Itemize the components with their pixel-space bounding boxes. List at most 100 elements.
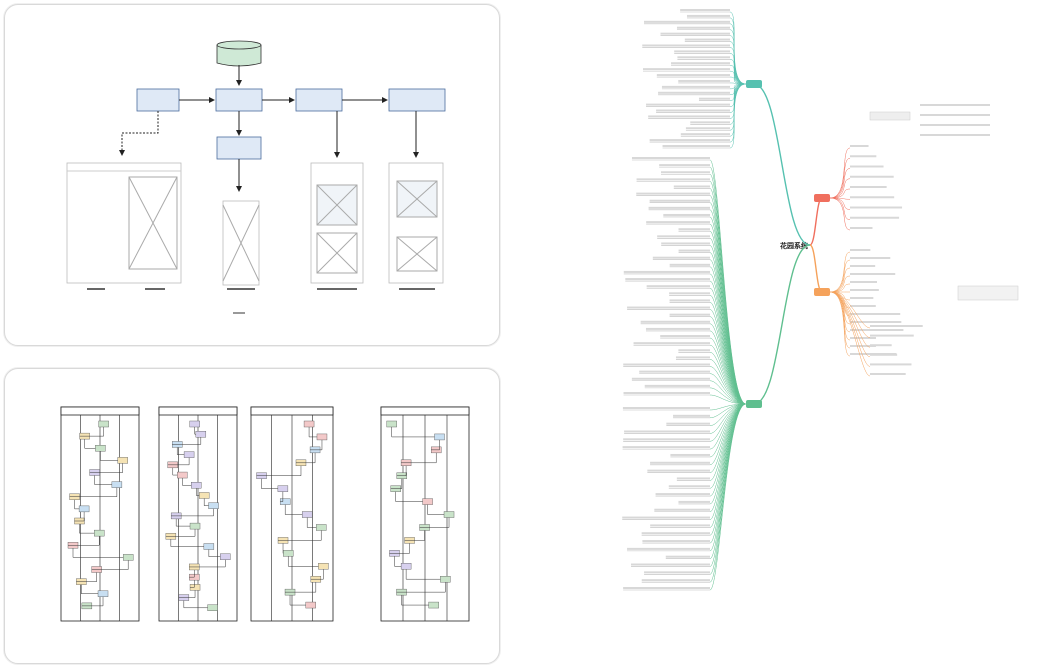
mindmap-leaf-text [673, 414, 710, 417]
swimlane-connector [390, 478, 403, 489]
mindmap-leaf-text [920, 134, 990, 136]
mindmap-leaf-text [669, 263, 710, 266]
mindmap-leaf-line [829, 275, 851, 293]
swimlane-step [78, 505, 90, 513]
mindmap-leaf-line [709, 302, 747, 405]
mindmap-leaf-text [661, 242, 710, 245]
mindmap-leaf-text [665, 555, 710, 558]
swimlane-step [316, 433, 328, 441]
mindmap-leaf-text [650, 461, 710, 464]
swimlane-connector [261, 478, 278, 489]
swimlane-step [318, 563, 329, 570]
mindmap-leaf-text [669, 299, 710, 302]
mindmap-leaf-text [644, 571, 710, 574]
db-node [216, 40, 262, 67]
mindmap-leaf-text [622, 407, 710, 409]
mindmap-leaf-text [656, 74, 730, 77]
mindmap-leaf-text [920, 124, 990, 126]
swimlane-step [94, 529, 105, 537]
process-node-2 [215, 88, 263, 112]
mindmap-leaf-line [829, 158, 851, 199]
mindmap-leaf-text [676, 26, 730, 29]
swimlane-connector [306, 517, 317, 528]
swimlane-connector [284, 504, 303, 515]
mindmap-leaf-text [850, 297, 874, 299]
mindmap-leaf-text [652, 256, 710, 259]
mindmap-leaf-line [829, 267, 851, 293]
wireframe-1 [66, 162, 182, 290]
mindmap-leaf-line [729, 83, 747, 149]
swimlane-step [177, 471, 188, 479]
mindmap-leaf-text [656, 109, 730, 112]
swimlane-step [208, 502, 219, 509]
mindmap-leaf-line [709, 245, 747, 405]
mindmap-branch-node [814, 288, 830, 296]
mindmap-leaf-text [850, 175, 894, 178]
swimlane-step [434, 433, 445, 441]
swimlane-connector [190, 580, 195, 588]
mindmap-leaf-text [623, 438, 710, 441]
mindmap-leaf-text [920, 114, 990, 116]
swimlane-connector [74, 511, 85, 522]
swimlane-header [158, 406, 238, 416]
mindmap-leaf-text [870, 373, 906, 375]
mindmap-leaf-text [850, 337, 876, 339]
mindmap-leaf-text [685, 127, 730, 130]
mindmap-leaf-text [669, 292, 710, 295]
mindmap-branch-node [746, 400, 762, 408]
mindmap-leaf-text [870, 334, 914, 337]
swimlane-step [303, 420, 315, 428]
mindmap-leaf-line [709, 259, 747, 405]
mindmap-leaf-line [709, 287, 747, 405]
swimlane-panel [4, 368, 500, 664]
mindmap-leaf-text [660, 32, 730, 35]
wireframe-2 [222, 200, 260, 290]
mindmap-leaf-text [642, 540, 710, 543]
mindmap-leaf-text [657, 235, 710, 238]
mindmap-leaf-text [646, 285, 710, 288]
mindmap-leaf-line [709, 366, 747, 405]
swimlane-step [203, 543, 215, 550]
process-node-1 [136, 88, 180, 112]
mindmap-canvas: 花园系统 [622, 9, 1019, 591]
mindmap-leaf-text [643, 20, 730, 23]
swimlane-connector [427, 504, 445, 515]
mindmap-leaf-text [684, 38, 730, 41]
mindmap-leaf-text [850, 216, 900, 219]
mindmap-leaf-text [627, 306, 710, 309]
mindmap-leaf-text [648, 206, 710, 209]
swimlane-connector [310, 569, 324, 580]
swimlane-connector [310, 439, 323, 451]
mindmap-leaf-text [669, 313, 710, 316]
mindmap-note [869, 111, 911, 121]
swimlane-step [386, 420, 397, 428]
mindmap-leaf-text [690, 121, 730, 124]
mindmap-leaf-line [709, 359, 747, 405]
mindmap-leaf-text [850, 329, 904, 331]
mindmap-leaf-text [636, 178, 710, 181]
mindmap-leaf-line [829, 197, 851, 231]
mindmap-leaf-text [675, 356, 710, 359]
mindmap-branch-node [746, 80, 762, 88]
mindmap-leaf-line [709, 403, 747, 591]
mindmap-leaf-text [625, 278, 710, 281]
mindmap-leaf-text [850, 165, 884, 168]
swimlane-connector [285, 582, 317, 593]
swimlane-connector [170, 539, 204, 547]
mindmap-leaf-text [647, 469, 710, 472]
swimlane-connector [176, 447, 185, 455]
mindmap-leaf-text [850, 227, 873, 229]
mindmap-leaf-text [661, 85, 730, 88]
swimlane-step [283, 550, 294, 557]
mindmap-leaf-text [680, 9, 730, 11]
mindmap-leaf-text [850, 186, 887, 188]
mindmap-leaf-text [623, 270, 710, 273]
swimlane-connector [81, 584, 99, 594]
swimlane-step [189, 420, 200, 428]
swimlane-canvas [60, 406, 470, 622]
swimlane-step [400, 563, 412, 570]
mindmap-leaf-text [850, 289, 879, 291]
mindmap-leaf-text [642, 68, 730, 71]
mindmap-leaf-text [850, 281, 877, 283]
mindmap-leaf-line [829, 291, 871, 348]
